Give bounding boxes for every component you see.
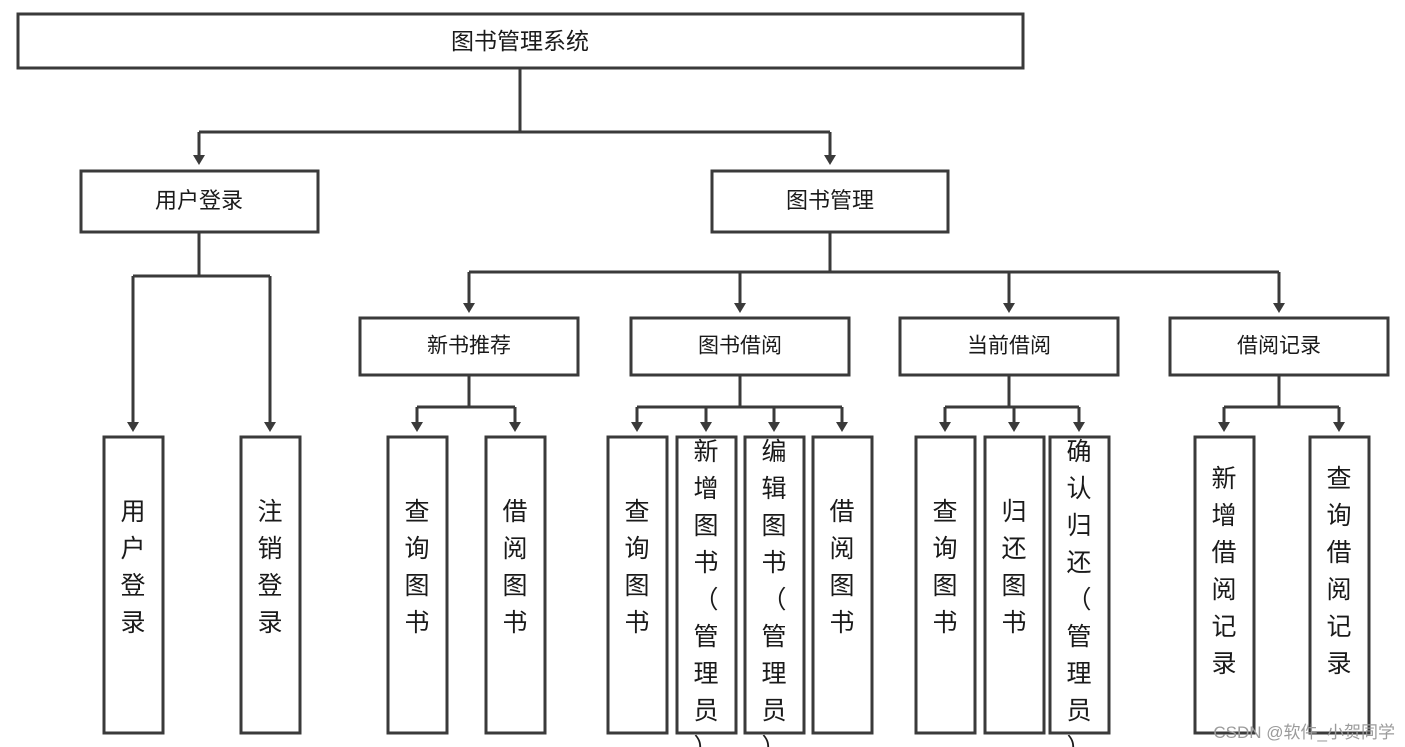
node-borrow-record-label: 借阅记录 bbox=[1237, 335, 1321, 358]
leaf-book-borrow-2[interactable]: 新增图书（管理员） bbox=[675, 435, 738, 747]
leaf-book-borrow-1-label: 查询图书 bbox=[624, 498, 649, 637]
leaf-user-login-1-label: 用户登录 bbox=[120, 498, 145, 637]
leaf-book-borrow-1[interactable]: 查询图书 bbox=[606, 435, 669, 735]
node-borrow-record[interactable]: 借阅记录 bbox=[1168, 316, 1390, 377]
leaf-borrow-record-1-label: 新增借阅记录 bbox=[1211, 465, 1236, 678]
leaf-book-borrow-4-box bbox=[811, 435, 874, 735]
node-root-label: 图书管理系统 bbox=[451, 28, 589, 54]
leaf-current-borrow-1-box bbox=[914, 435, 977, 735]
leaf-current-borrow-2-box bbox=[983, 435, 1046, 735]
leaf-current-borrow-3-label: 确认归还（管理员） bbox=[1066, 438, 1091, 747]
leaf-book-borrow-3[interactable]: 编辑图书（管理员） bbox=[743, 435, 806, 747]
node-book-borrow-label: 图书借阅 bbox=[698, 335, 782, 358]
node-new-book-recommend-box bbox=[358, 316, 580, 377]
node-borrow-record-box bbox=[1168, 316, 1390, 377]
edges-layer bbox=[127, 68, 1345, 432]
leaf-book-borrow-2-label: 新增图书（管理员） bbox=[693, 438, 718, 747]
leaf-new-book-1-label: 查询图书 bbox=[404, 498, 429, 637]
leaf-borrow-record-2[interactable]: 查询借阅记录 bbox=[1308, 435, 1371, 735]
leaf-borrow-record-2-box bbox=[1308, 435, 1371, 735]
node-new-book-recommend-label: 新书推荐 bbox=[427, 335, 511, 358]
node-user-login[interactable]: 用户登录 bbox=[79, 169, 320, 234]
node-root-box bbox=[16, 12, 1025, 70]
leaf-book-borrow-1-box bbox=[606, 435, 669, 735]
leaf-user-login-2-label: 注销登录 bbox=[257, 498, 282, 637]
leaf-current-borrow-1-label: 查询图书 bbox=[932, 498, 957, 637]
leaf-current-borrow-2-label: 归还图书 bbox=[1001, 498, 1026, 637]
node-book-borrow[interactable]: 图书借阅 bbox=[629, 316, 851, 377]
node-root[interactable]: 图书管理系统 bbox=[16, 12, 1025, 70]
leaf-borrow-record-1[interactable]: 新增借阅记录 bbox=[1193, 435, 1256, 735]
leaf-book-borrow-2-box bbox=[675, 435, 738, 735]
leaf-book-borrow-3-label: 编辑图书（管理员） bbox=[761, 438, 786, 747]
node-current-borrow-box bbox=[898, 316, 1120, 377]
leaf-book-borrow-4[interactable]: 借阅图书 bbox=[811, 435, 874, 735]
leaf-user-login-2[interactable]: 注销登录 bbox=[239, 435, 302, 735]
node-book-borrow-box bbox=[629, 316, 851, 377]
leaf-user-login-1-box bbox=[102, 435, 165, 735]
node-user-login-label: 用户登录 bbox=[155, 188, 243, 213]
leaf-current-borrow-2[interactable]: 归还图书 bbox=[983, 435, 1046, 735]
node-book-manage-label: 图书管理 bbox=[786, 188, 874, 213]
leaf-current-borrow-3[interactable]: 确认归还（管理员） bbox=[1048, 435, 1111, 747]
leaf-user-login-1[interactable]: 用户登录 bbox=[102, 435, 165, 735]
leaf-current-borrow-1[interactable]: 查询图书 bbox=[914, 435, 977, 735]
leaf-borrow-record-2-label: 查询借阅记录 bbox=[1326, 465, 1351, 678]
leaf-new-book-2-label: 借阅图书 bbox=[502, 498, 527, 637]
leaf-book-borrow-4-label: 借阅图书 bbox=[829, 498, 854, 637]
leaf-book-borrow-3-box bbox=[743, 435, 806, 735]
leaf-new-book-1[interactable]: 查询图书 bbox=[386, 435, 449, 735]
leaf-new-book-2-box bbox=[484, 435, 547, 735]
node-book-manage-box bbox=[710, 169, 950, 234]
node-current-borrow-label: 当前借阅 bbox=[967, 335, 1051, 358]
leaf-new-book-1-box bbox=[386, 435, 449, 735]
node-current-borrow[interactable]: 当前借阅 bbox=[898, 316, 1120, 377]
leaf-user-login-2-box bbox=[239, 435, 302, 735]
node-new-book-recommend[interactable]: 新书推荐 bbox=[358, 316, 580, 377]
leaf-current-borrow-3-box bbox=[1048, 435, 1111, 735]
node-book-manage[interactable]: 图书管理 bbox=[710, 169, 950, 234]
node-user-login-box bbox=[79, 169, 320, 234]
leaf-borrow-record-1-box bbox=[1193, 435, 1256, 735]
leaf-new-book-2[interactable]: 借阅图书 bbox=[484, 435, 547, 735]
